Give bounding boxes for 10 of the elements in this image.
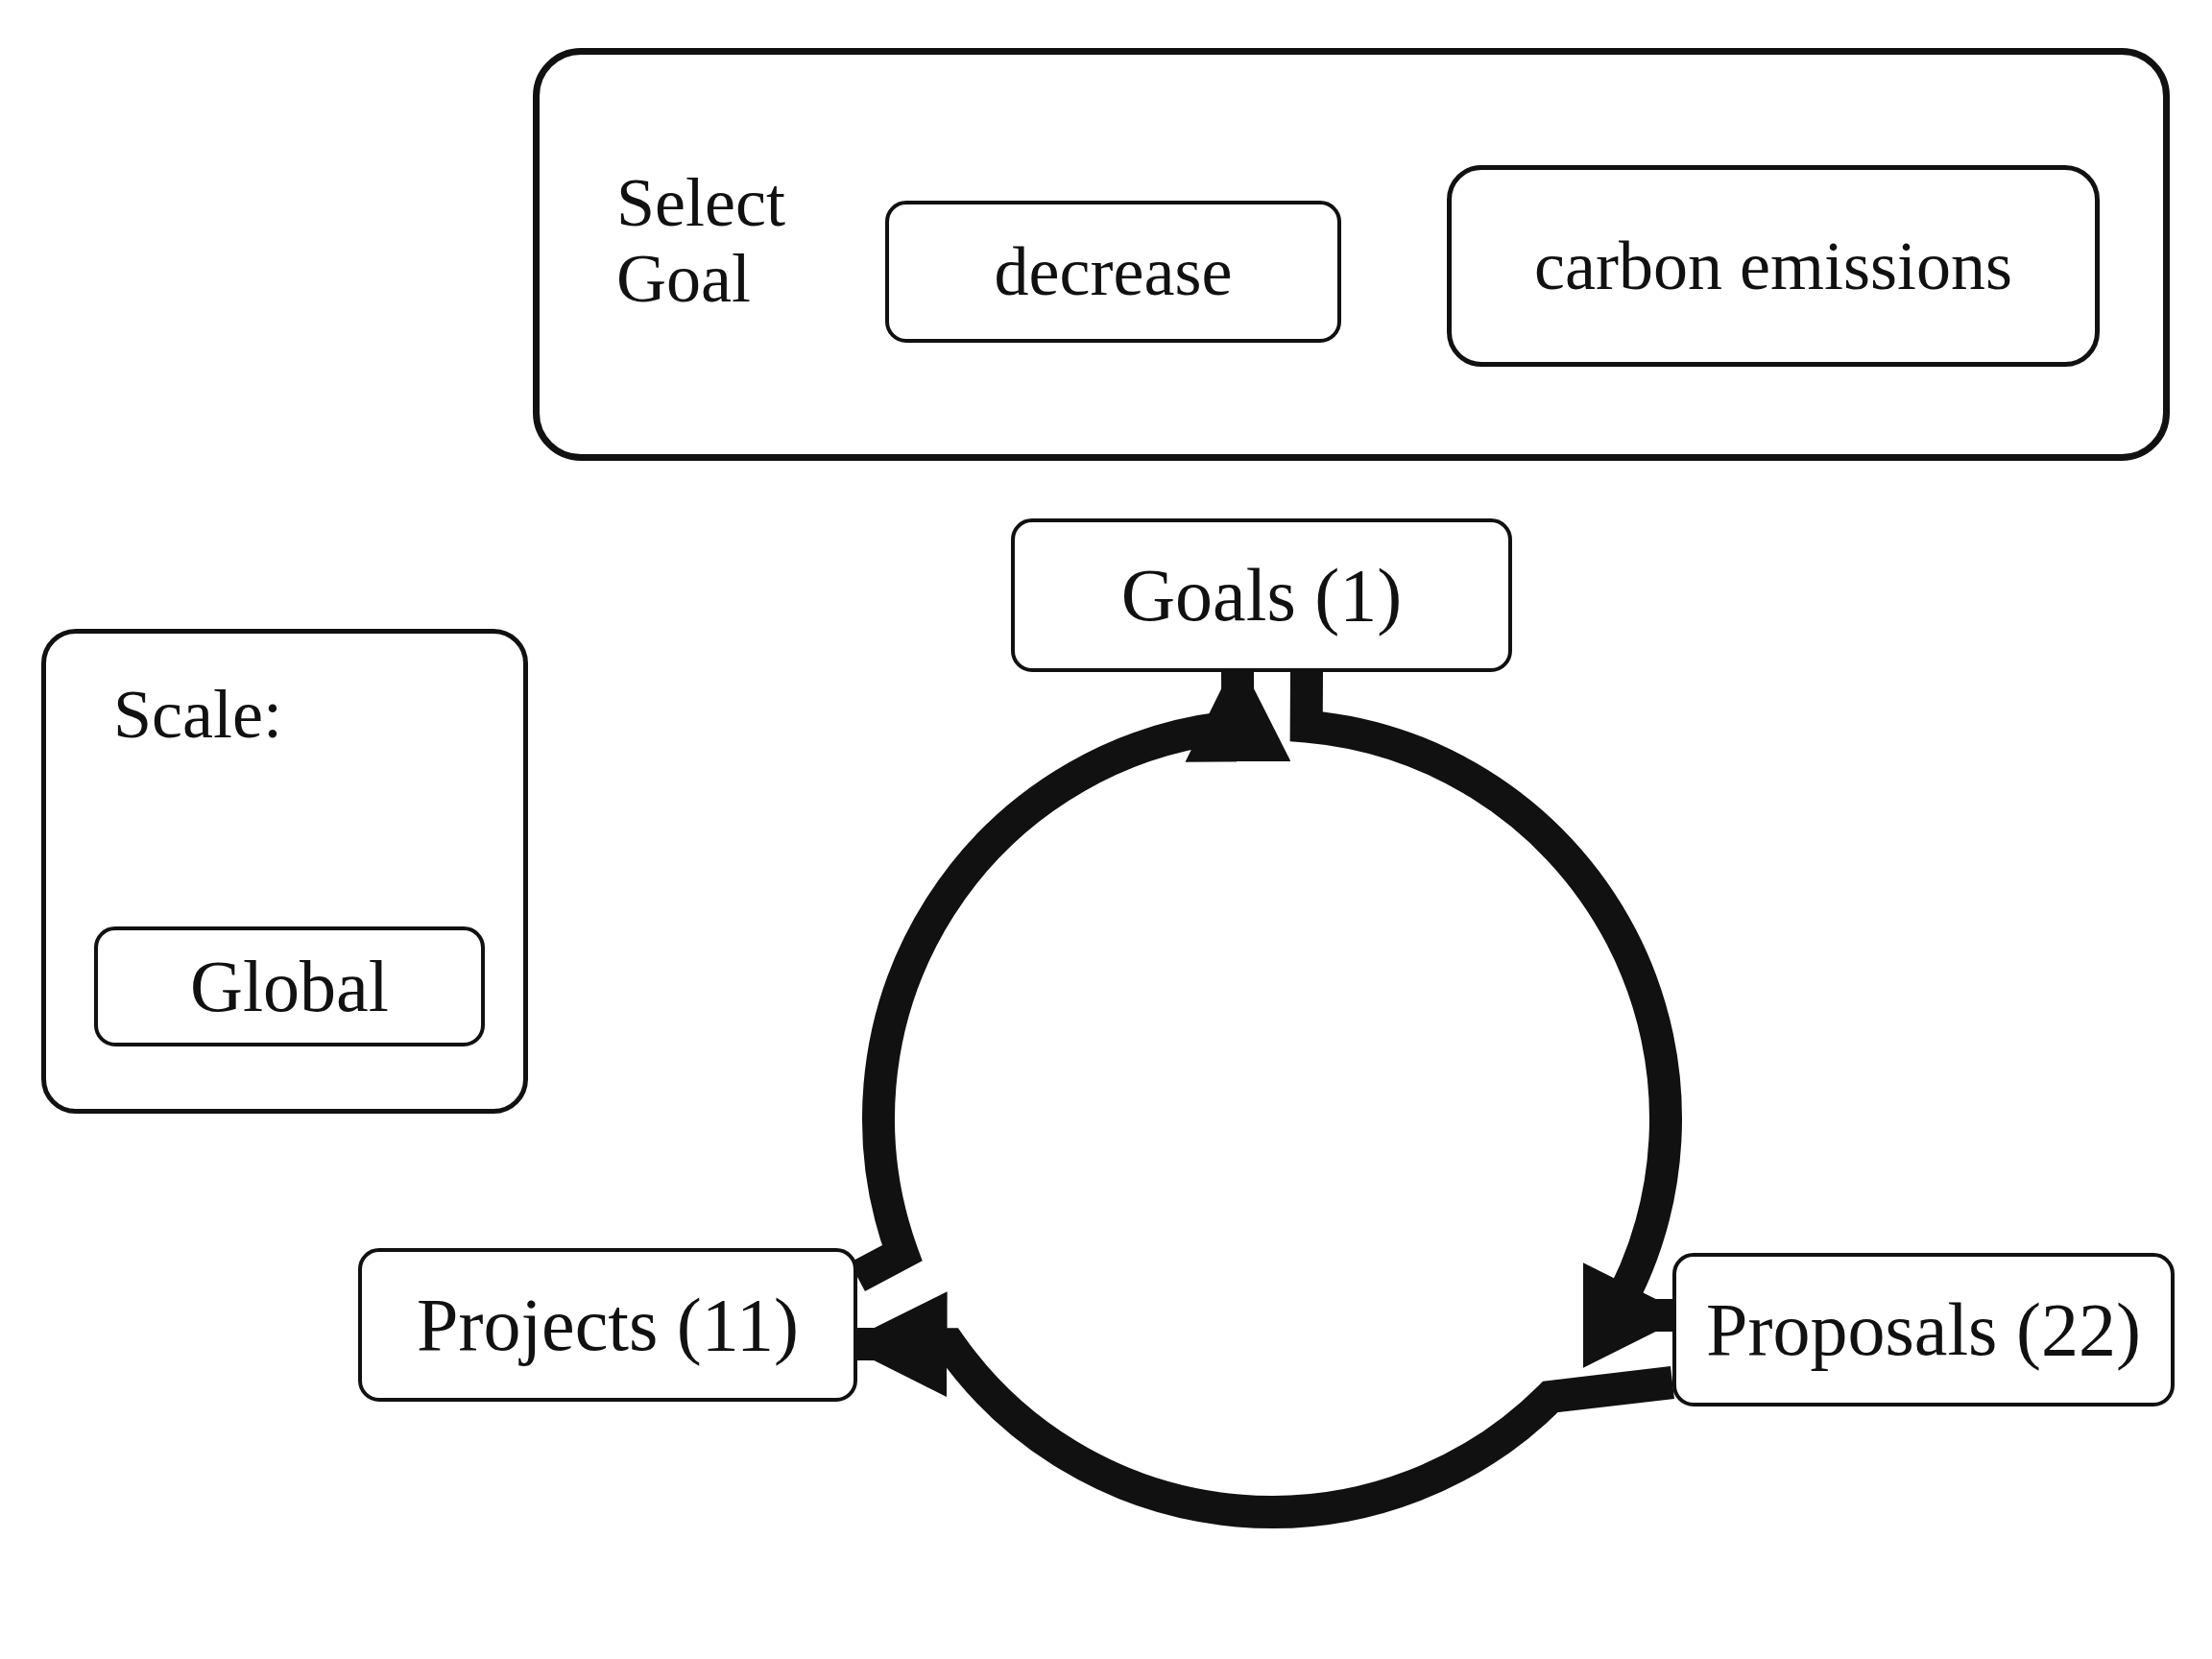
- stage-box: Proposals (22): [1672, 1253, 2175, 1407]
- panel-heading: Scale:: [113, 677, 283, 754]
- scale-panel: [41, 629, 528, 1114]
- scale-field: Global: [94, 926, 485, 1046]
- goal-target-field: carbon emissions: [1447, 165, 2100, 367]
- panel-heading: Select Goal: [616, 165, 786, 318]
- goal-selector-panel: [533, 48, 2170, 461]
- stage-box: Goals (1): [1011, 518, 1512, 672]
- goal-direction-field: decrease: [885, 201, 1341, 343]
- stage-box: Projects (11): [358, 1248, 857, 1402]
